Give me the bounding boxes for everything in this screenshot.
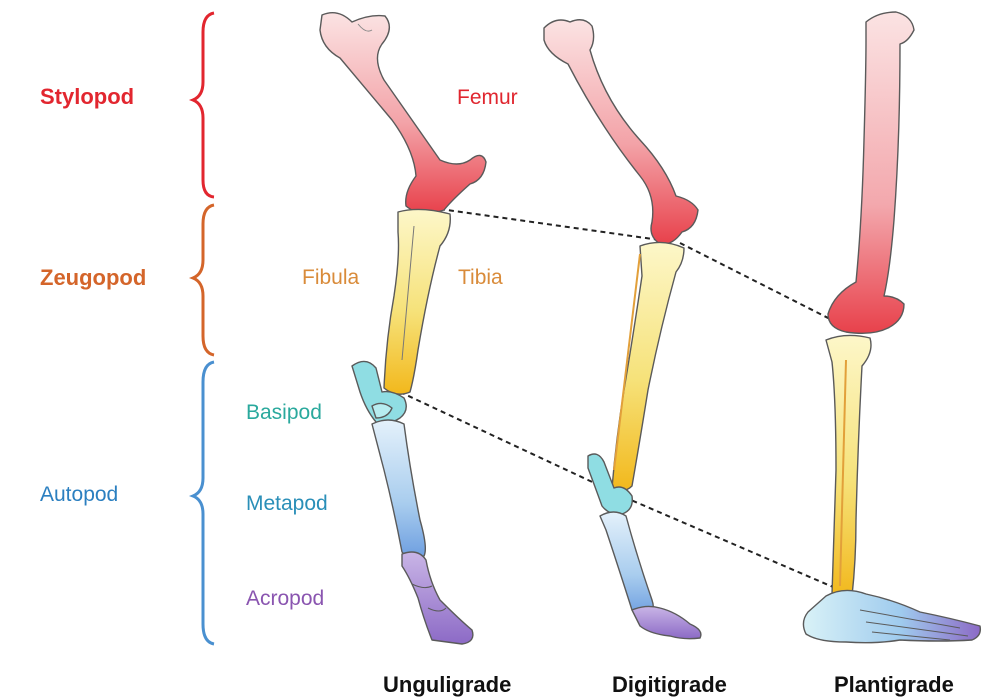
fibula-label: Fibula (302, 266, 360, 289)
digitigrade-basipod (587, 453, 633, 516)
plantigrade-tibia (825, 334, 872, 599)
digitigrade-metapod (599, 511, 655, 618)
digitigrade-acropod (631, 605, 702, 640)
unguligrade-basipod (351, 360, 407, 425)
zeugopod-label: Zeugopod (40, 265, 147, 290)
metapod-label: Metapod (246, 492, 328, 515)
unguligrade-limb (319, 12, 487, 645)
unguligrade-femur (319, 12, 487, 214)
autopod-label: Autopod (40, 483, 119, 506)
acropod-label: Acropod (246, 587, 325, 610)
plantigrade-limb (802, 11, 982, 644)
unguligrade-acropod (401, 551, 474, 645)
unguligrade-metapod (371, 419, 427, 559)
basipod-label: Basipod (246, 401, 322, 424)
stylopod-label: Stylopod (40, 84, 135, 109)
unguligrade-tibia (383, 208, 451, 395)
joint-lines (399, 208, 841, 591)
plantigrade-femur (827, 11, 915, 335)
stylopod-bracket (188, 11, 215, 199)
digitigrade-femur (543, 19, 699, 245)
tibia-label: Tibia (458, 266, 503, 289)
digitigrade-limb (543, 19, 702, 640)
autopod-bracket (188, 360, 215, 646)
femur-label: Femur (457, 86, 518, 109)
zeugopod-bracket (188, 203, 215, 357)
digitigrade-tibia (611, 241, 685, 492)
plantigrade-foot (802, 589, 982, 644)
